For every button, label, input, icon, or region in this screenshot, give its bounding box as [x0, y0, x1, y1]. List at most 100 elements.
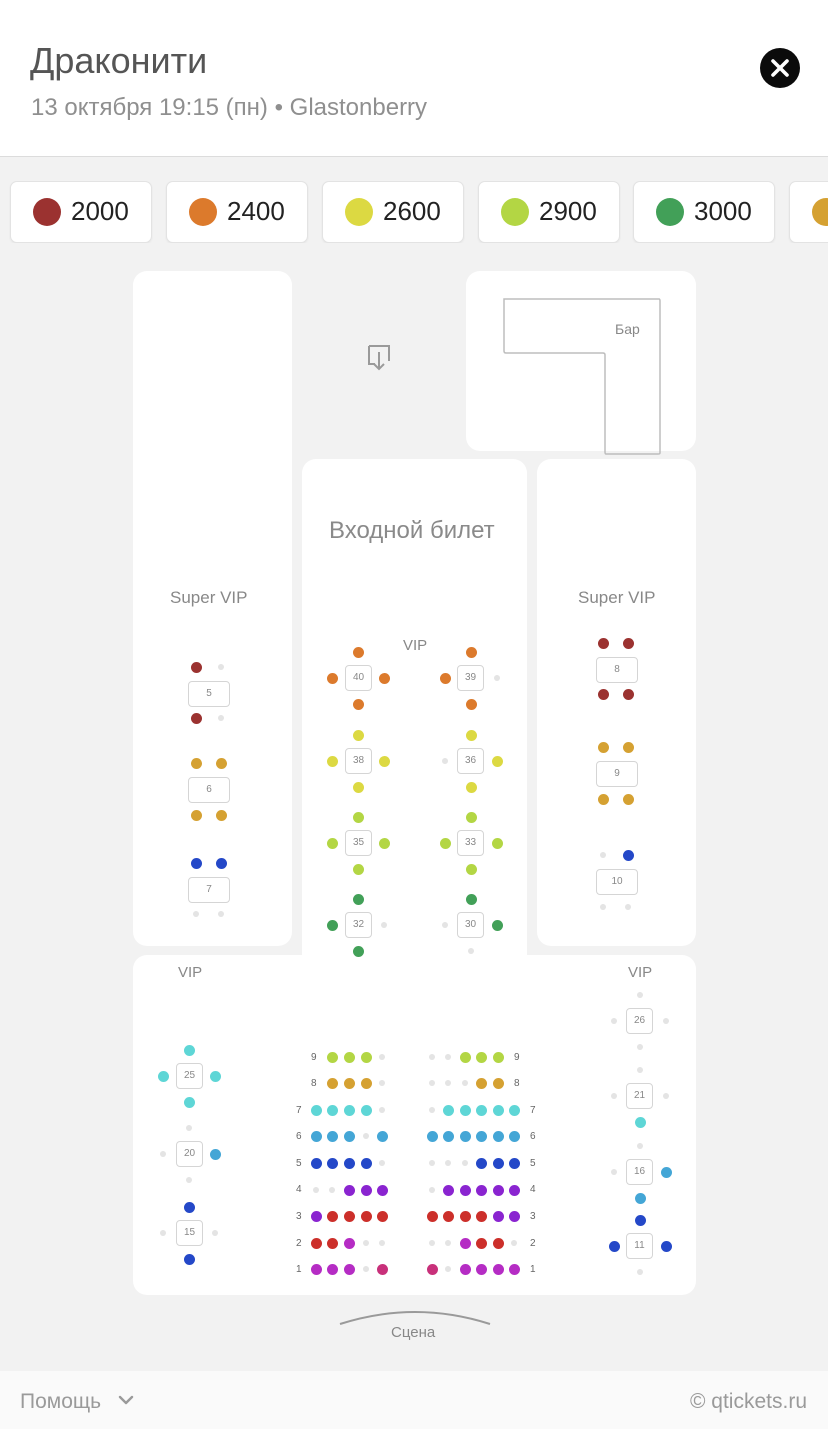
seat[interactable] — [215, 857, 227, 869]
seat[interactable] — [310, 1130, 322, 1142]
seat[interactable] — [597, 637, 609, 649]
seat[interactable] — [343, 1051, 355, 1063]
seat[interactable] — [465, 863, 477, 875]
seat[interactable] — [459, 1210, 471, 1222]
seat[interactable] — [376, 1184, 388, 1196]
seat[interactable] — [459, 1051, 471, 1063]
price-chip-2000[interactable]: 2000 — [10, 181, 152, 243]
table-5[interactable]: 5 — [188, 681, 230, 707]
seat[interactable] — [475, 1210, 487, 1222]
seat[interactable] — [310, 1210, 322, 1222]
seat[interactable] — [439, 672, 451, 684]
seat[interactable] — [183, 1096, 195, 1108]
table-38[interactable]: 38 — [345, 748, 372, 774]
seat[interactable] — [352, 893, 364, 905]
seat[interactable] — [360, 1184, 372, 1196]
table-39[interactable]: 39 — [457, 665, 484, 691]
table-21[interactable]: 21 — [626, 1083, 653, 1109]
seat[interactable] — [326, 1263, 338, 1275]
table-10[interactable]: 10 — [596, 869, 638, 895]
seat[interactable] — [426, 1130, 438, 1142]
seat[interactable] — [492, 1130, 504, 1142]
seat[interactable] — [360, 1051, 372, 1063]
seat[interactable] — [442, 1130, 454, 1142]
seat[interactable] — [352, 646, 364, 658]
seat[interactable] — [343, 1237, 355, 1249]
seat[interactable] — [310, 1104, 322, 1116]
seat[interactable] — [343, 1210, 355, 1222]
seat[interactable] — [508, 1104, 520, 1116]
seat[interactable] — [475, 1104, 487, 1116]
seat[interactable] — [459, 1104, 471, 1116]
seat[interactable] — [622, 849, 634, 861]
seat[interactable] — [660, 1166, 672, 1178]
seat[interactable] — [439, 837, 451, 849]
seat[interactable] — [378, 755, 390, 767]
seat[interactable] — [465, 781, 477, 793]
seat[interactable] — [343, 1130, 355, 1142]
seat[interactable] — [190, 857, 202, 869]
seat[interactable] — [492, 1237, 504, 1249]
seat[interactable] — [378, 672, 390, 684]
seat[interactable] — [326, 1077, 338, 1089]
seat[interactable] — [608, 1240, 620, 1252]
seat[interactable] — [508, 1210, 520, 1222]
seat[interactable] — [190, 661, 202, 673]
seat[interactable] — [352, 698, 364, 710]
seat[interactable] — [465, 893, 477, 905]
seat[interactable] — [215, 757, 227, 769]
seat[interactable] — [343, 1184, 355, 1196]
seat[interactable] — [215, 809, 227, 821]
table-30[interactable]: 30 — [457, 912, 484, 938]
seat[interactable] — [475, 1184, 487, 1196]
seat[interactable] — [508, 1130, 520, 1142]
table-9[interactable]: 9 — [596, 761, 638, 787]
table-36[interactable]: 36 — [457, 748, 484, 774]
seat[interactable] — [475, 1130, 487, 1142]
table-7[interactable]: 7 — [188, 877, 230, 903]
help-link[interactable]: Помощь — [20, 1390, 102, 1413]
seat[interactable] — [492, 1210, 504, 1222]
seat[interactable] — [190, 712, 202, 724]
seat[interactable] — [492, 1051, 504, 1063]
seat[interactable] — [352, 729, 364, 741]
seat[interactable] — [326, 919, 338, 931]
seat[interactable] — [209, 1148, 221, 1160]
seat[interactable] — [310, 1157, 322, 1169]
seat[interactable] — [491, 837, 503, 849]
seat[interactable] — [465, 698, 477, 710]
seat[interactable] — [183, 1253, 195, 1265]
table-32[interactable]: 32 — [345, 912, 372, 938]
seat[interactable] — [326, 1237, 338, 1249]
seat[interactable] — [492, 1104, 504, 1116]
seat[interactable] — [475, 1157, 487, 1169]
seat[interactable] — [378, 837, 390, 849]
seat[interactable] — [622, 637, 634, 649]
seat[interactable] — [426, 1210, 438, 1222]
table-25[interactable]: 25 — [176, 1063, 203, 1089]
table-11[interactable]: 11 — [626, 1233, 653, 1259]
table-35[interactable]: 35 — [345, 830, 372, 856]
seat[interactable] — [326, 837, 338, 849]
seat[interactable] — [326, 1104, 338, 1116]
seat[interactable] — [360, 1077, 372, 1089]
seat[interactable] — [326, 1051, 338, 1063]
chevron-down-icon[interactable] — [118, 1394, 134, 1406]
seat[interactable] — [442, 1104, 454, 1116]
seat[interactable] — [343, 1077, 355, 1089]
seat[interactable] — [475, 1263, 487, 1275]
seat[interactable] — [352, 945, 364, 957]
seat[interactable] — [465, 729, 477, 741]
seat[interactable] — [183, 1201, 195, 1213]
seat[interactable] — [492, 1077, 504, 1089]
seat[interactable] — [360, 1104, 372, 1116]
seat[interactable] — [475, 1237, 487, 1249]
table-33[interactable]: 33 — [457, 830, 484, 856]
seat[interactable] — [475, 1051, 487, 1063]
seat[interactable] — [660, 1240, 672, 1252]
seat[interactable] — [426, 1263, 438, 1275]
price-chip-partial[interactable] — [789, 181, 828, 243]
seat[interactable] — [597, 793, 609, 805]
seat[interactable] — [622, 688, 634, 700]
seat[interactable] — [634, 1116, 646, 1128]
